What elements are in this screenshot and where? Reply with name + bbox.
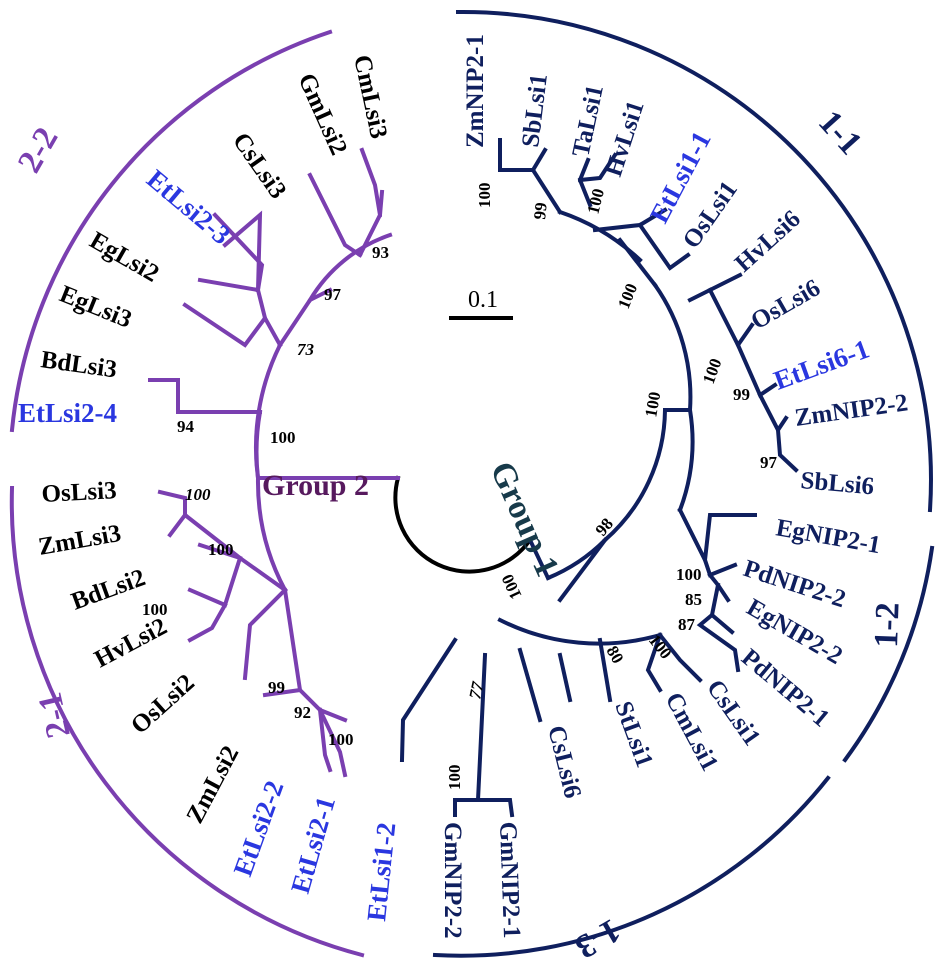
leaf-label: HvLsi1 [600, 98, 650, 180]
bootstrap-value: 100 [645, 631, 676, 663]
arc-1-1 [455, 9, 933, 513]
leaf-label: EgNIP2-1 [774, 514, 883, 559]
bootstrap-value: 87 [678, 615, 696, 634]
leaf-label: BdLsi3 [39, 346, 118, 383]
bootstrap-value: 97 [324, 285, 342, 304]
bootstrap-value: 99 [268, 678, 285, 697]
bootstrap-value: 100 [699, 356, 726, 386]
leaf-label: StLsi1 [609, 698, 658, 771]
leaf-label: SbLsi6 [799, 467, 875, 500]
bootstrap-value: 98 [592, 514, 617, 539]
root-branch [393, 475, 533, 574]
leaf-label: SbLsi1 [517, 72, 553, 148]
leaf-label: EtLsi1-2 [361, 821, 401, 923]
bootstrap-value: 99 [530, 202, 551, 221]
group2-label: Group 2 [262, 469, 369, 502]
group1-label: Group 1 [483, 456, 566, 582]
subgroup-label-2-2: 2-2 [11, 121, 66, 179]
bootstrap-value: 80 [603, 643, 628, 667]
bootstrap-value: 100 [445, 765, 464, 791]
subgroup-label-2-1: 2-1 [32, 689, 78, 741]
scale-bar-label: 0.1 [468, 287, 498, 313]
bootstrap-value: 99 [733, 385, 750, 404]
bootstrap-value: 85 [685, 590, 702, 609]
leaf-label: ZmNIP2-2 [793, 389, 910, 432]
bootstrap-value: 100 [676, 565, 702, 584]
arc-1-3 [432, 775, 831, 958]
bootstrap-value: 100 [208, 540, 234, 559]
bootstrap-value: 100 [498, 571, 526, 602]
leaf-label: BdLsi2 [68, 564, 149, 616]
leaf-label: CsLsi3 [227, 128, 291, 204]
group2-branches [148, 147, 400, 778]
leaf-label: GmNIP2-1 [494, 821, 525, 939]
leaf-label: EgLsi2 [85, 227, 163, 288]
bootstrap-value: 94 [177, 417, 195, 436]
bootstrap-value: 100 [328, 730, 354, 749]
leaf-label: EtLsi2-4 [18, 398, 117, 428]
subgroup-label-1-2: 1-2 [868, 602, 907, 649]
leaf-label: ZmLsi2 [181, 742, 244, 828]
leaf-label: OsLsi2 [126, 669, 200, 739]
bootstrap-value: 100 [142, 600, 168, 619]
leaf-label: EtLsi6-1 [770, 334, 873, 396]
bootstrap-value: 97 [760, 453, 778, 472]
leaf-label: ZmNIP2-1 [462, 34, 489, 148]
bootstrap-value: 77 [465, 679, 487, 701]
bootstrap-value: 92 [294, 703, 311, 722]
bootstrap-value: 100 [475, 183, 494, 209]
bootstrap-value: 100 [185, 485, 211, 504]
leaf-label: EtLsi2-3 [141, 164, 236, 251]
leaf-label: CsLsi6 [542, 723, 586, 801]
leaf-label: EtLsi2-1 [285, 793, 341, 896]
leaf-label: EtLsi2-2 [227, 777, 289, 880]
bootstrap-value: 100 [270, 428, 296, 447]
leaf-label: OsLsi3 [41, 477, 117, 508]
leaf-label: CmLsi3 [348, 53, 392, 141]
arc-2-1 [9, 485, 365, 958]
leaf-label: EgLsi3 [56, 281, 136, 334]
arc-2-2 [9, 29, 333, 433]
bootstrap-value: 100 [641, 390, 664, 418]
subgroup-label-1-1: 1-1 [811, 104, 869, 162]
bootstrap-value: 73 [297, 340, 315, 359]
leaf-label: TaLsi1 [567, 82, 609, 159]
bootstrap-value: 100 [583, 187, 608, 216]
leaf-label: HvLsi2 [90, 613, 171, 673]
leaf-label: GmNIP2-2 [439, 822, 466, 939]
leaf-label: ZmLsi3 [36, 520, 123, 561]
arc-1-2 [842, 545, 935, 763]
leaf-label: HvLsi6 [730, 205, 806, 277]
bootstrap-value: 93 [372, 243, 389, 262]
leaf-label: GmLsi2 [293, 69, 353, 159]
bootstrap-value: 100 [614, 281, 641, 312]
subgroup-label-1-3: 1-3 [569, 911, 627, 966]
leaf-label: OsLsi6 [747, 274, 825, 335]
group1-branches [399, 138, 799, 818]
